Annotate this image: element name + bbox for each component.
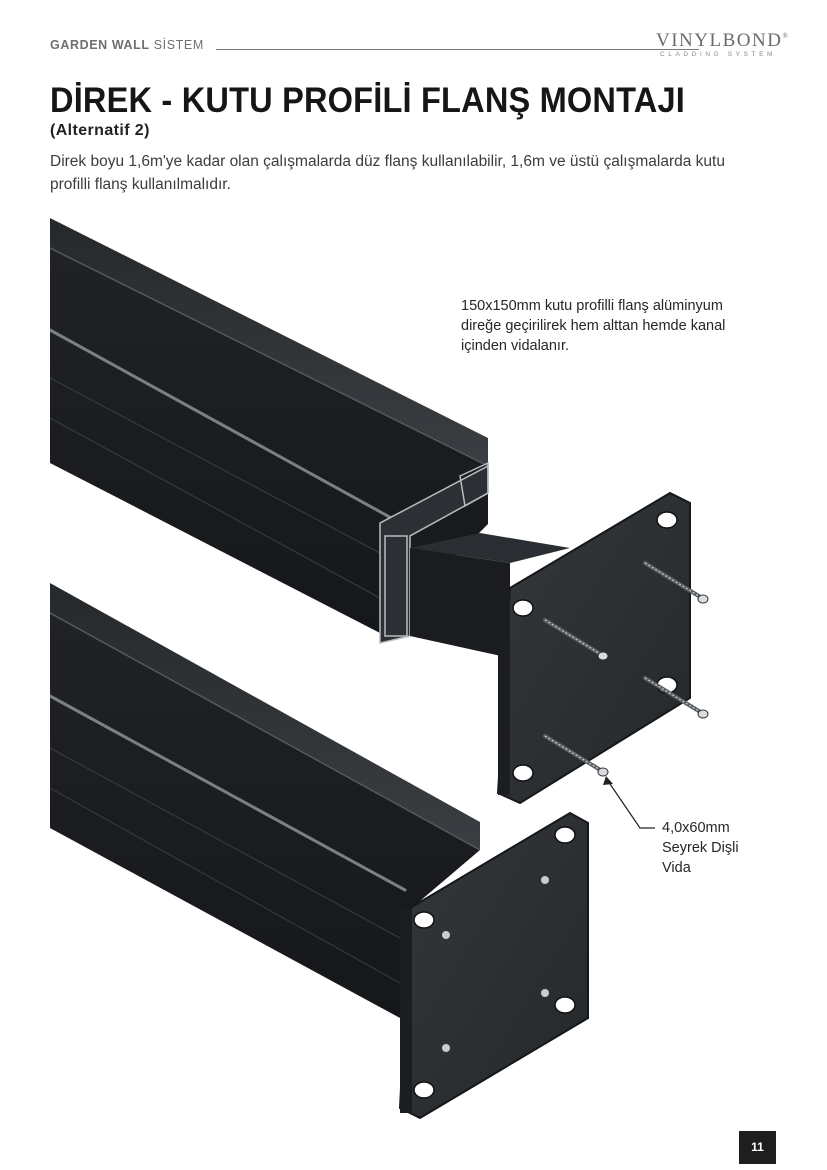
upper-flange-plate [496, 491, 709, 829]
header-rule [216, 49, 699, 50]
assembly-illustration [50, 218, 750, 1128]
brand-name-text: VINYLBOND [656, 30, 783, 51]
page-header: GARDEN WALL SİSTEM VINYLBOND® CLADDING S… [50, 30, 788, 60]
section-label: GARDEN WALL SİSTEM [50, 38, 204, 52]
page-number: 11 [739, 1131, 776, 1164]
upper-post-profile [50, 218, 570, 658]
screw-callout-line-2: Seyrek Dişli [662, 840, 739, 856]
intro-paragraph: Direk boyu 1,6m'ye kadar olan çalışmalar… [50, 153, 725, 193]
lower-flange-plate [398, 811, 589, 1120]
section-label-bold: GARDEN WALL [50, 38, 150, 52]
section-label-light: SİSTEM [153, 38, 204, 52]
lower-post-profile [50, 583, 481, 1018]
page-subtitle: (Alternatif 2) [50, 122, 150, 139]
screw-callout-line-3: Vida [662, 860, 691, 876]
flange-callout: 150x150mm kutu profilli flanş alüminyum … [461, 298, 726, 354]
screw-callout-line-1: 4,0x60mm [662, 820, 730, 836]
screw-callout: 4,0x60mm Seyrek Dişli Vida [662, 818, 782, 878]
brand-registered-mark: ® [782, 32, 790, 40]
brand-name: VINYLBOND® [656, 30, 788, 52]
brand-logo: VINYLBOND® CLADDING SYSTEM [656, 30, 788, 58]
page-title: DİREK - KUTU PROFİLİ FLANŞ MONTAJI [50, 81, 686, 120]
brand-tagline: CLADDING SYSTEM [659, 51, 777, 58]
